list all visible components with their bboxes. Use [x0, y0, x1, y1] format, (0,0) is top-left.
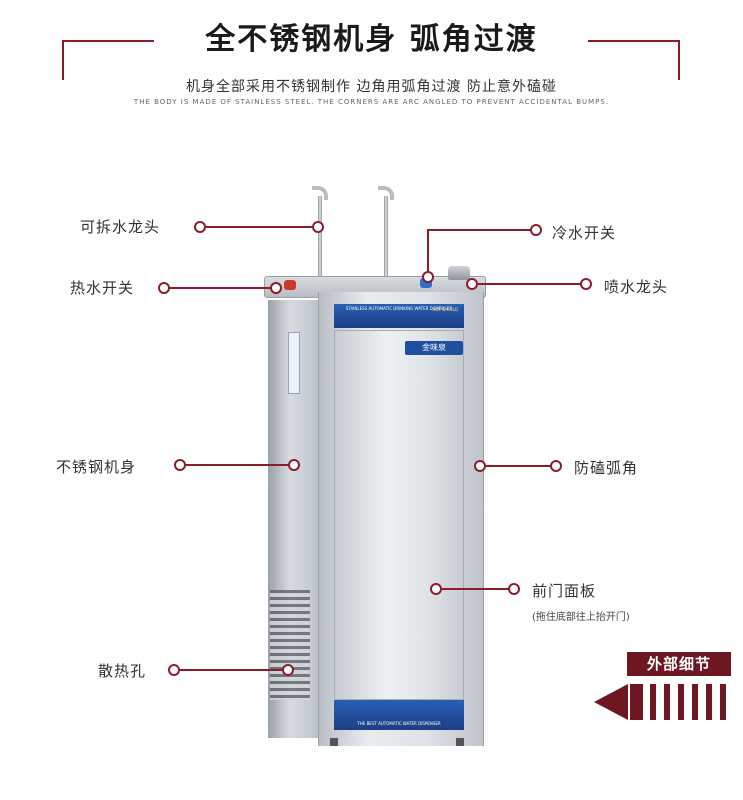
page-subtitle: 机身全部采用不锈钢制作 边角用弧角过渡 防止意外磕碰: [186, 79, 557, 95]
callout-leader: [427, 229, 531, 231]
callout-front-door-note: (拖住底部往上抬开门): [532, 612, 630, 623]
callout-dot: [430, 583, 442, 595]
callout-dot: [282, 664, 294, 676]
page-title: 全不锈钢机身 弧角过渡: [205, 22, 538, 57]
callout-leader: [486, 465, 552, 467]
callout-leader: [442, 588, 510, 590]
callout-front-door: 前门面板: [532, 582, 597, 600]
callout-dot: [466, 278, 478, 290]
section-tag-bar: [664, 684, 670, 720]
callout-leader: [478, 283, 582, 285]
callout-dot: [422, 271, 434, 283]
hot-cold-badge: HOT & COLD: [432, 307, 458, 312]
heat-vent-grille: [270, 590, 310, 700]
top-blue-strip: STAINLESS AUTOMATIC DRINKING WATER DISPE…: [334, 304, 464, 328]
callout-cold-water-switch: 冷水开关: [552, 224, 617, 242]
bottom-blue-strip: THE BEST AUTOMATIC WATER DISPENSER: [334, 700, 464, 730]
section-tag-bar: [650, 684, 656, 720]
callout-leader-vertical: [427, 230, 429, 272]
callout-leader: [186, 464, 290, 466]
callout-dot: [312, 221, 324, 233]
page-subtitle-english: THE BODY IS MADE OF STAINLESS STEEL. THE…: [133, 98, 610, 106]
callout-stainless-body: 不锈钢机身: [56, 458, 137, 476]
right-faucet-stem: [384, 196, 388, 278]
header-frame-right-h: [588, 40, 680, 42]
front-door-panel: [334, 330, 464, 700]
section-tag-bar: [720, 684, 726, 720]
left-faucet-hook: [312, 186, 328, 200]
callout-dot: [474, 460, 486, 472]
callout-dot: [270, 282, 282, 294]
foot-left: [330, 738, 338, 746]
callout-dot: [580, 278, 592, 290]
callout-hot-water-switch: 热水开关: [70, 279, 135, 297]
header-frame-right-v: [678, 40, 680, 80]
fountain-faucet-icon: [448, 266, 470, 280]
callout-dot: [530, 224, 542, 236]
callout-dot: [550, 460, 562, 472]
callout-detachable-faucet: 可拆水龙头: [80, 218, 161, 236]
section-tag-bar: [706, 684, 712, 720]
callout-leader: [206, 226, 318, 228]
callout-dot: [168, 664, 180, 676]
left-faucet-stem: [318, 196, 322, 278]
callout-anti-bump-corner: 防磕弧角: [574, 459, 639, 477]
callout-fountain-faucet: 喷水龙头: [604, 278, 669, 296]
hot-water-knob: [284, 280, 296, 290]
callout-heat-vents: 散热孔: [98, 662, 147, 680]
callout-dot: [288, 459, 300, 471]
callout-dot: [174, 459, 186, 471]
brand-logo: 金味泉: [405, 341, 463, 355]
side-label: [288, 332, 300, 394]
section-tag-arrow-icon: [594, 684, 628, 720]
cold-water-knob: [420, 278, 432, 288]
section-tag-label: 外部细节: [627, 652, 731, 676]
callout-leader: [170, 287, 276, 289]
right-faucet-hook: [378, 186, 394, 200]
callout-dot: [194, 221, 206, 233]
section-tag-bar: [678, 684, 684, 720]
callout-dot: [508, 583, 520, 595]
foot-right: [456, 738, 464, 746]
callout-leader: [180, 669, 282, 671]
section-tag-bar: [692, 684, 698, 720]
section-tag-bar: [630, 684, 643, 720]
top-strip-text: STAINLESS AUTOMATIC DRINKING WATER DISPE…: [345, 306, 453, 311]
callout-dot: [158, 282, 170, 294]
bottom-strip-text: THE BEST AUTOMATIC WATER DISPENSER: [357, 721, 441, 726]
header-frame-left-v: [62, 40, 64, 80]
header-frame-left-h: [62, 40, 154, 42]
